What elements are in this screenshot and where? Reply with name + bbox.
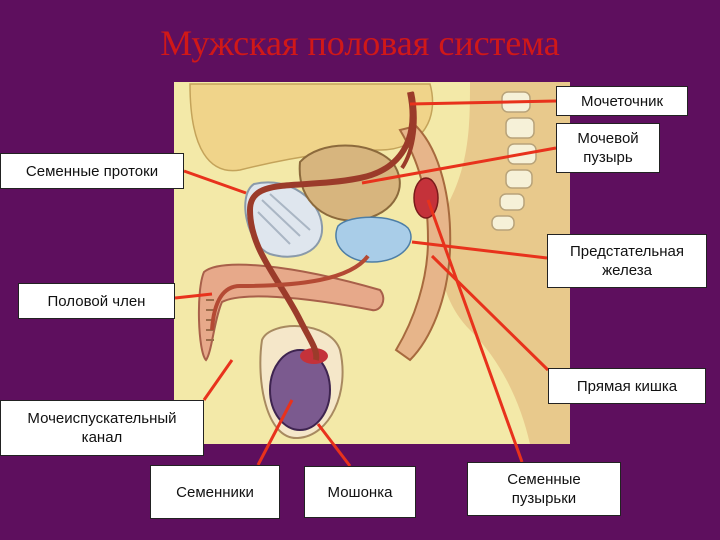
label-scrotum: Мошонка — [304, 466, 416, 518]
bladder — [298, 144, 401, 222]
label-seminal-vesicles: Семенные пузырьки — [467, 462, 621, 516]
ureter — [400, 91, 417, 170]
pointer-vas-deferens — [183, 169, 247, 195]
label-ureter: Мочеточник — [556, 86, 688, 116]
pointer-penis — [174, 292, 213, 300]
pointer-urethra — [202, 359, 234, 401]
pointer-scrotum — [316, 423, 352, 467]
label-vas-deferens: Семенные протоки — [0, 153, 184, 189]
penis-stripes — [206, 299, 214, 341]
penis — [197, 263, 385, 362]
label-penis: Половой член — [18, 283, 175, 319]
pointer-bladder — [361, 146, 557, 185]
prostate — [335, 216, 412, 263]
label-prostate: Предстательная железа — [547, 234, 707, 288]
pointer-prostate — [411, 240, 548, 260]
label-testes: Семенники — [150, 465, 280, 519]
pointer-ureter — [409, 99, 557, 106]
pointer-lines — [174, 99, 557, 467]
pointer-testes — [256, 399, 294, 466]
urethra — [210, 254, 370, 331]
label-urethra: Мочеиспускательный канал — [0, 400, 204, 456]
pointer-seminal-vesicles — [426, 199, 524, 463]
seminal-vesicle — [413, 177, 439, 219]
label-rectum: Прямая кишка — [548, 368, 706, 404]
pubic-bone-hatch — [257, 193, 311, 245]
label-bladder: Мочевой пузырь — [556, 123, 660, 173]
back-skin — [439, 82, 570, 444]
testis — [269, 349, 331, 431]
slide-title: Мужская половая система — [160, 23, 560, 63]
pointer-rectum — [430, 254, 550, 372]
vas-deferens — [246, 91, 416, 361]
